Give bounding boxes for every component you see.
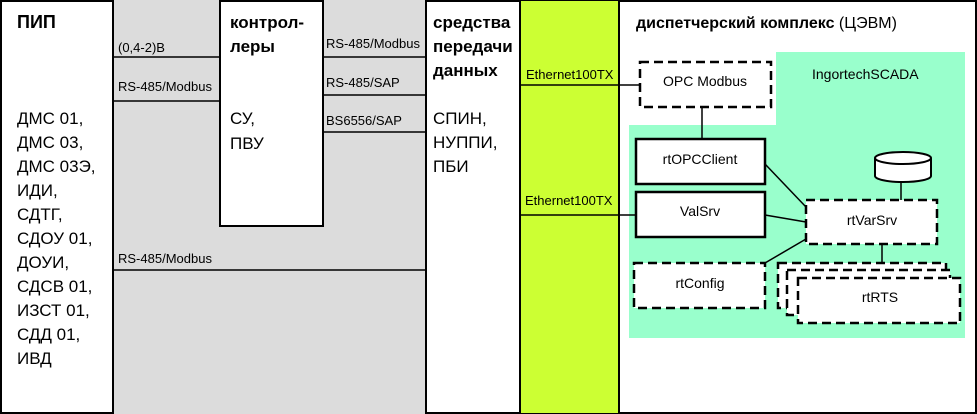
pip-item: ДМС 03Э, — [17, 157, 96, 176]
pip-box — [0, 0, 114, 414]
controllers-title-1: контрол- — [230, 13, 304, 32]
val-srv-label: ValSrv — [680, 203, 720, 219]
database-icon — [874, 151, 932, 183]
rt-rts-box — [796, 276, 962, 325]
scada-label: IngortechSCADA — [812, 66, 919, 82]
ethernet-zone — [519, 0, 620, 414]
controllers-item: ПВУ — [230, 134, 264, 153]
rt-var-srv-box — [804, 198, 939, 246]
pip-item: СДТГ, — [17, 205, 63, 224]
label-rs485-modbus: RS-485/Modbus — [326, 36, 420, 51]
label-ethernet-bottom: Ethernet100TX — [525, 193, 613, 208]
rt-config-label: rtConfig — [675, 275, 724, 291]
transfer-box — [425, 0, 521, 414]
link-config-varsrv — [764, 238, 807, 264]
transfer-item: ПБИ — [433, 157, 469, 176]
val-srv-box — [634, 190, 767, 239]
label-rs485-bottom: RS-485/Modbus — [118, 251, 212, 266]
controllers-box — [219, 0, 324, 227]
pip-item: СДД 01, — [17, 325, 80, 344]
pip-item: СДСВ 01, — [17, 277, 92, 296]
dispatch-title: диспетчерский комплекс (ЦЭВМ) — [636, 15, 897, 32]
link-client-varsrv — [764, 163, 807, 208]
transfer-item: СПИН, — [433, 109, 487, 128]
transfer-title-2: передачи — [433, 37, 513, 56]
controllers-title-2: леры — [230, 37, 275, 56]
transfer-item: НУППИ, — [433, 133, 497, 152]
label-analog: (0,4-2)В — [118, 40, 165, 55]
transfer-title-3: данных — [433, 61, 498, 80]
link-valsrv-varsrv — [764, 214, 807, 223]
label-rs485-top: RS-485/Modbus — [118, 79, 212, 94]
pip-item: ИЗСТ 01, — [17, 301, 90, 320]
pip-item: ДМС 03, — [17, 133, 83, 152]
controllers-item: СУ, — [230, 109, 255, 128]
pip-item: СДОУ 01, — [17, 229, 92, 248]
label-rs485-sap: RS-485/SAP — [326, 75, 400, 90]
pip-item: ДОУИ, — [17, 253, 69, 272]
pip-item: ИДИ, — [17, 181, 58, 200]
pip-title: ПИП — [17, 12, 56, 32]
rt-rts-label: rtRTS — [862, 289, 898, 305]
rt-var-srv-label: rtVarSrv — [847, 212, 897, 228]
dispatch-title-rest: (ЦЭВМ) — [834, 15, 896, 32]
rt-config-box — [632, 261, 767, 310]
pip-item: ИВД — [17, 349, 52, 368]
rt-opc-client-box — [634, 137, 767, 186]
rt-opc-client-label: rtOPCClient — [663, 151, 738, 167]
pip-item: ДМС 01, — [17, 109, 83, 128]
opc-modbus-box — [638, 60, 773, 109]
dispatch-title-bold: диспетчерский комплекс — [636, 15, 835, 32]
pip-items: ДМС 01, ДМС 03, ДМС 03Э, ИДИ, СДТГ, СДОУ 01, Д… — [17, 109, 96, 368]
label-bs6556-sap: BS6556/SAP — [326, 113, 402, 128]
label-ethernet-top: Ethernet100TX — [526, 67, 614, 82]
transfer-title-1: средства — [433, 13, 511, 32]
opc-modbus-label: OPC Modbus — [663, 73, 747, 89]
